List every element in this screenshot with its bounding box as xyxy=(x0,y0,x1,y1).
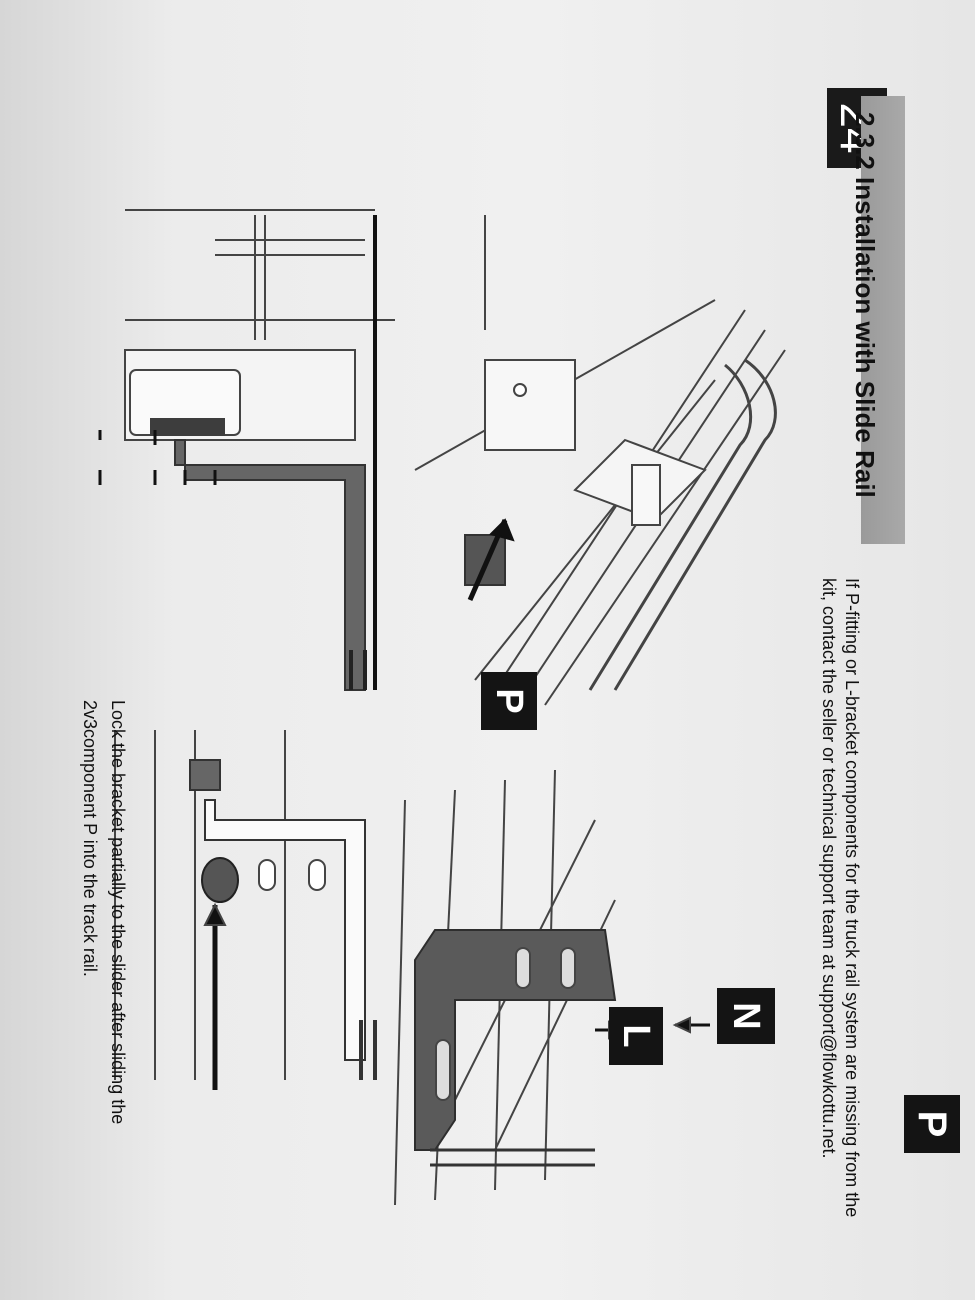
label-l: L xyxy=(609,1007,663,1065)
diagram-side-view xyxy=(98,209,395,691)
diagram-rail-perspective xyxy=(414,215,786,706)
section-title: 2.3.2 Installation with Slide Rail xyxy=(850,112,880,498)
label-n: N xyxy=(717,988,775,1044)
step-caption: Lock the bracket partially to the slider… xyxy=(80,700,128,1125)
missing-parts-note: If P-fitting or L-bracket components for… xyxy=(819,578,862,1218)
label-p-top: P xyxy=(481,672,537,730)
diagram-l-bracket xyxy=(394,769,710,1206)
label-p-bottom: P xyxy=(904,1095,960,1153)
diagram-bracket-closeup xyxy=(114,730,377,1090)
